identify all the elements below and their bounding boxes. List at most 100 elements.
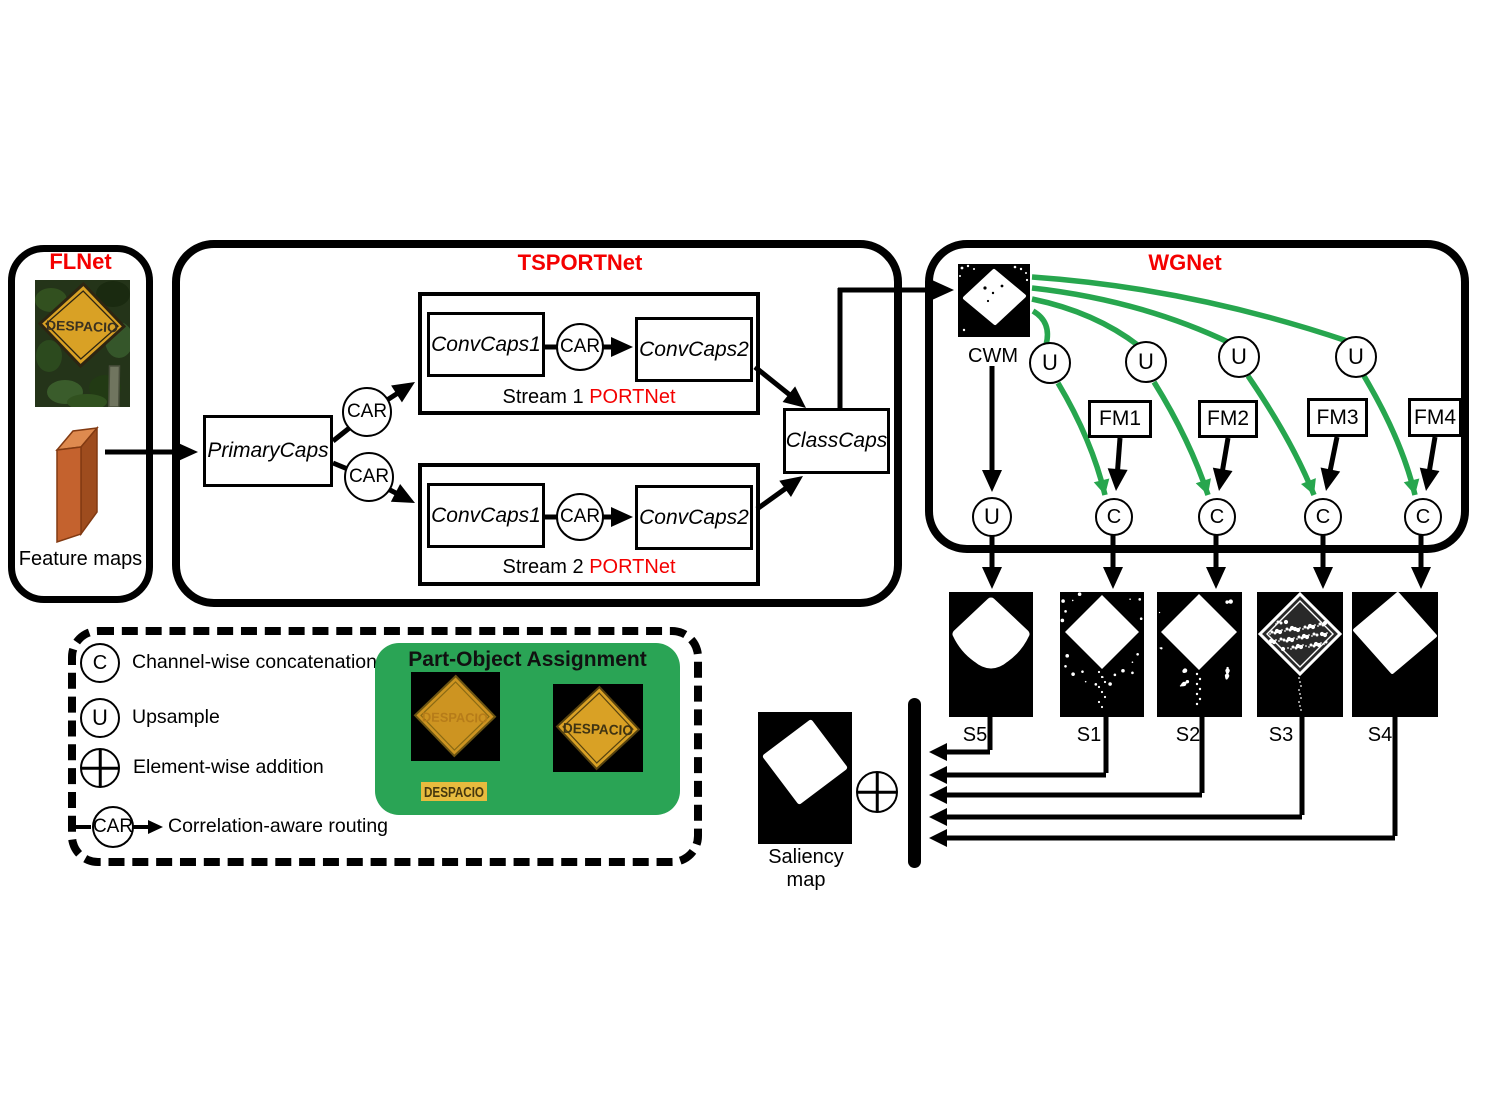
arrow-head: [1313, 567, 1333, 589]
part-object-title: Part-Object Assignment: [408, 648, 647, 671]
tsportnet-container: [172, 240, 902, 607]
s5-blob: [952, 597, 1030, 669]
legend-car-icon: CAR: [92, 806, 134, 848]
arrow-head: [929, 766, 947, 784]
flnet-container: [8, 245, 153, 603]
s3-label: S3: [1268, 724, 1294, 746]
cwm-diamond: [963, 269, 1026, 325]
stream1-label-text: Stream 1: [502, 386, 590, 408]
arrow-head: [1212, 467, 1233, 491]
arrow-head: [929, 743, 947, 761]
class-caps-box: ClassCaps: [783, 408, 890, 474]
connector-line: [1426, 436, 1438, 473]
connector-line: [753, 365, 793, 399]
legend-car-text: Correlation-aware routing: [168, 815, 389, 837]
car-routing-node-2: CAR: [344, 452, 394, 502]
fm2-box: FM2: [1198, 400, 1258, 438]
green-curve: [1031, 296, 1141, 349]
side-output-s2-image: [1157, 592, 1242, 717]
sign-text: DESPACIO: [46, 318, 118, 336]
arrow-head: [1301, 478, 1316, 495]
feature-maps-icon: [55, 425, 99, 544]
side-output-s1-image: [1060, 592, 1144, 717]
stream1-convcaps2-box: ConvCaps2: [635, 317, 753, 382]
s2-label: S2: [1175, 724, 1201, 746]
arrow-head: [390, 483, 415, 503]
stream1-label: Stream 1 PORTNet: [418, 386, 760, 409]
stream2-convcaps2-box: ConvCaps2: [635, 485, 753, 550]
arrow-head: [929, 829, 947, 847]
arrow-head: [1411, 567, 1431, 589]
arrow-head: [1103, 567, 1123, 589]
side-output-s3-image: [1257, 592, 1343, 717]
arrow-head: [779, 476, 803, 497]
part-object-text-strip: DESPACIO: [421, 782, 487, 801]
upsample-node-bottom: U: [972, 497, 1012, 537]
part-object-source-image: DESPACIO: [411, 672, 500, 761]
saliency-map-image: [758, 712, 852, 844]
stream1-container: [418, 292, 760, 415]
stream1-label-highlight: PORTNet: [589, 386, 676, 408]
stream2-convcaps1-box: ConvCaps1: [427, 483, 545, 548]
primary-caps-box: PrimaryCaps: [203, 415, 333, 487]
connector-line: [1327, 436, 1340, 473]
element-wise-addition-icon: [856, 771, 898, 813]
green-curve: [1031, 308, 1051, 346]
stream1-car-node: CAR: [556, 323, 604, 371]
saliency-map-caption: Saliency map: [768, 846, 844, 891]
stream1-convcaps1-box: ConvCaps1: [427, 312, 545, 377]
stream2-car-node: CAR: [556, 493, 604, 541]
strip-sign-text: DESPACIO: [424, 784, 484, 801]
upsample-node-4: U: [1335, 336, 1377, 378]
green-curve: [1031, 285, 1232, 346]
fusion-bar: [908, 698, 921, 868]
side-output-s5-image: [949, 592, 1033, 717]
wgnet-title: WGNet: [1148, 250, 1222, 275]
green-curve: [1031, 274, 1348, 344]
feature-maps-caption: Feature maps: [18, 548, 143, 570]
legend-concat-text: Channel-wise concatenation: [132, 651, 377, 673]
stream2-label-highlight: PORTNet: [589, 556, 676, 578]
cwm-label: CWM: [968, 345, 1018, 367]
upsample-node-3: U: [1218, 336, 1260, 378]
arrow-head: [1419, 467, 1440, 491]
arrow-head: [932, 280, 954, 300]
legend-upsample-text: Upsample: [132, 706, 220, 728]
input-image: DESPACIO: [35, 280, 130, 407]
fm4-box: FM4: [1408, 398, 1462, 437]
arrow-head: [782, 386, 806, 408]
legend-addition-text: Element-wise addition: [133, 756, 324, 778]
arrow-head: [611, 337, 633, 357]
arrow-head: [982, 567, 1002, 589]
wgnet-container: [925, 240, 1469, 553]
arrow-head: [1206, 567, 1226, 589]
part-object-result-image: DESPACIO: [553, 684, 643, 772]
arrow-head: [1195, 478, 1211, 495]
concat-node-4: C: [1404, 498, 1442, 536]
arrow-head: [176, 442, 198, 462]
sign-post: [108, 365, 121, 407]
arrow-head: [1320, 467, 1341, 491]
upsample-node-1: U: [1029, 342, 1071, 384]
arrow-head: [611, 507, 633, 527]
connector-line: [755, 485, 790, 512]
cwm-image: [958, 264, 1030, 337]
s1-label: S1: [1076, 724, 1102, 746]
flnet-title: FLNet: [49, 249, 112, 274]
concat-node-3: C: [1304, 498, 1342, 536]
car-routing-node-1: CAR: [342, 387, 392, 437]
legend-concat-icon: C: [80, 643, 120, 683]
arrow-head: [929, 808, 947, 826]
tsportnet-title: TSPORTNet: [517, 250, 643, 275]
stream2-label-text: Stream 2: [502, 556, 590, 578]
arrow-head: [391, 382, 415, 403]
legend-addition-icon: [80, 748, 120, 788]
arrow-head: [929, 786, 947, 804]
concat-node-2: C: [1198, 498, 1236, 536]
s4-label: S4: [1367, 724, 1393, 746]
fm3-box: FM3: [1307, 398, 1368, 437]
arrow-head: [982, 470, 1002, 492]
legend-upsample-icon: U: [80, 698, 120, 738]
connector-line: [1114, 437, 1123, 473]
upsample-node-2: U: [1125, 341, 1167, 383]
